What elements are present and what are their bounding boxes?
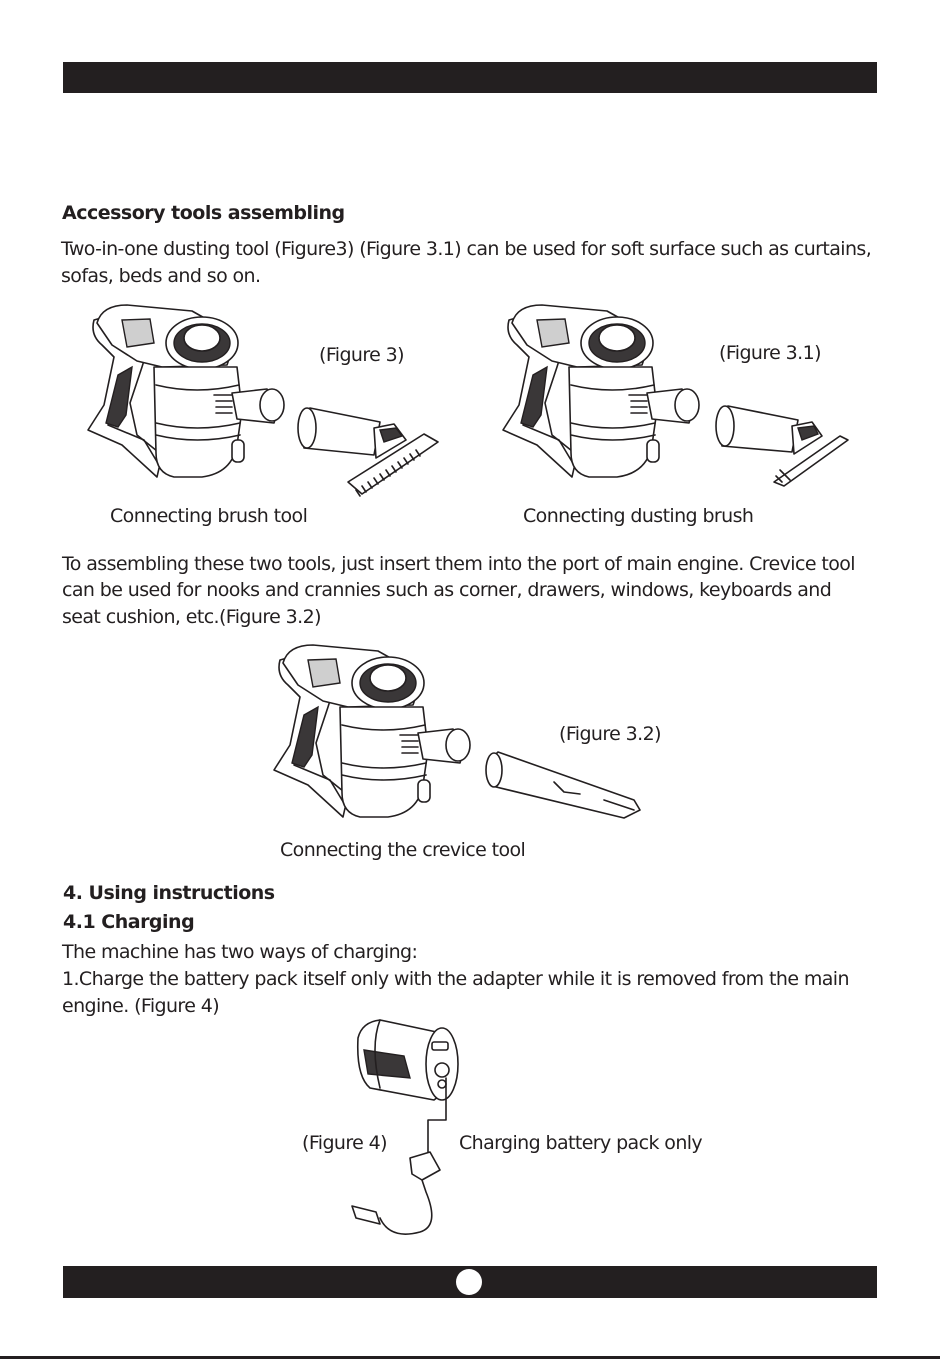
figure-3-1-label: (Figure 3.1) <box>719 342 822 364</box>
page-number-dot <box>456 1269 482 1295</box>
intro-text-line-2: sofas, beds and so on. <box>61 265 261 287</box>
figure-3-2-caption: Connecting the crevice tool <box>280 839 526 861</box>
header-bar <box>63 62 877 93</box>
figure-4-caption: Charging battery pack only <box>459 1132 703 1154</box>
dusting-brush-illustration <box>715 405 849 487</box>
page-bottom-rule <box>0 1356 940 1359</box>
vacuum-illustration-fig3 <box>87 304 285 478</box>
section-heading-accessory: Accessory tools assembling <box>62 202 345 224</box>
brush-tool-illustration <box>297 407 439 497</box>
battery-and-adapter-illustration <box>351 1019 459 1235</box>
intro-text-line-1: Two-in-one dusting tool (Figure3) (Figur… <box>61 238 872 260</box>
figure-3-caption: Connecting brush tool <box>110 505 308 527</box>
assembly-text-line-3: seat cushion, etc.(Figure 3.2) <box>62 606 322 628</box>
section-heading-using-instructions: 4. Using instructions <box>63 882 275 904</box>
crevice-tool-illustration <box>485 751 641 819</box>
vacuum-illustration-fig31 <box>502 304 700 478</box>
charging-text-line-1: The machine has two ways of charging: <box>62 941 418 963</box>
charging-text-line-3: engine. (Figure 4) <box>62 995 220 1017</box>
figure-3-label: (Figure 3) <box>319 344 405 366</box>
vacuum-illustration-fig32 <box>273 644 471 818</box>
figure-3-2-label: (Figure 3.2) <box>559 723 662 745</box>
assembly-text-line-2: can be used for nooks and crannies such … <box>62 579 832 601</box>
figure-4-label: (Figure 4) <box>302 1132 388 1154</box>
charging-text-line-2: 1.Charge the battery pack itself only wi… <box>62 968 850 990</box>
subheading-charging: 4.1 Charging <box>63 911 195 933</box>
figure-3-1-caption: Connecting dusting brush <box>523 505 754 527</box>
assembly-text-line-1: To assembling these two tools, just inse… <box>62 553 856 575</box>
